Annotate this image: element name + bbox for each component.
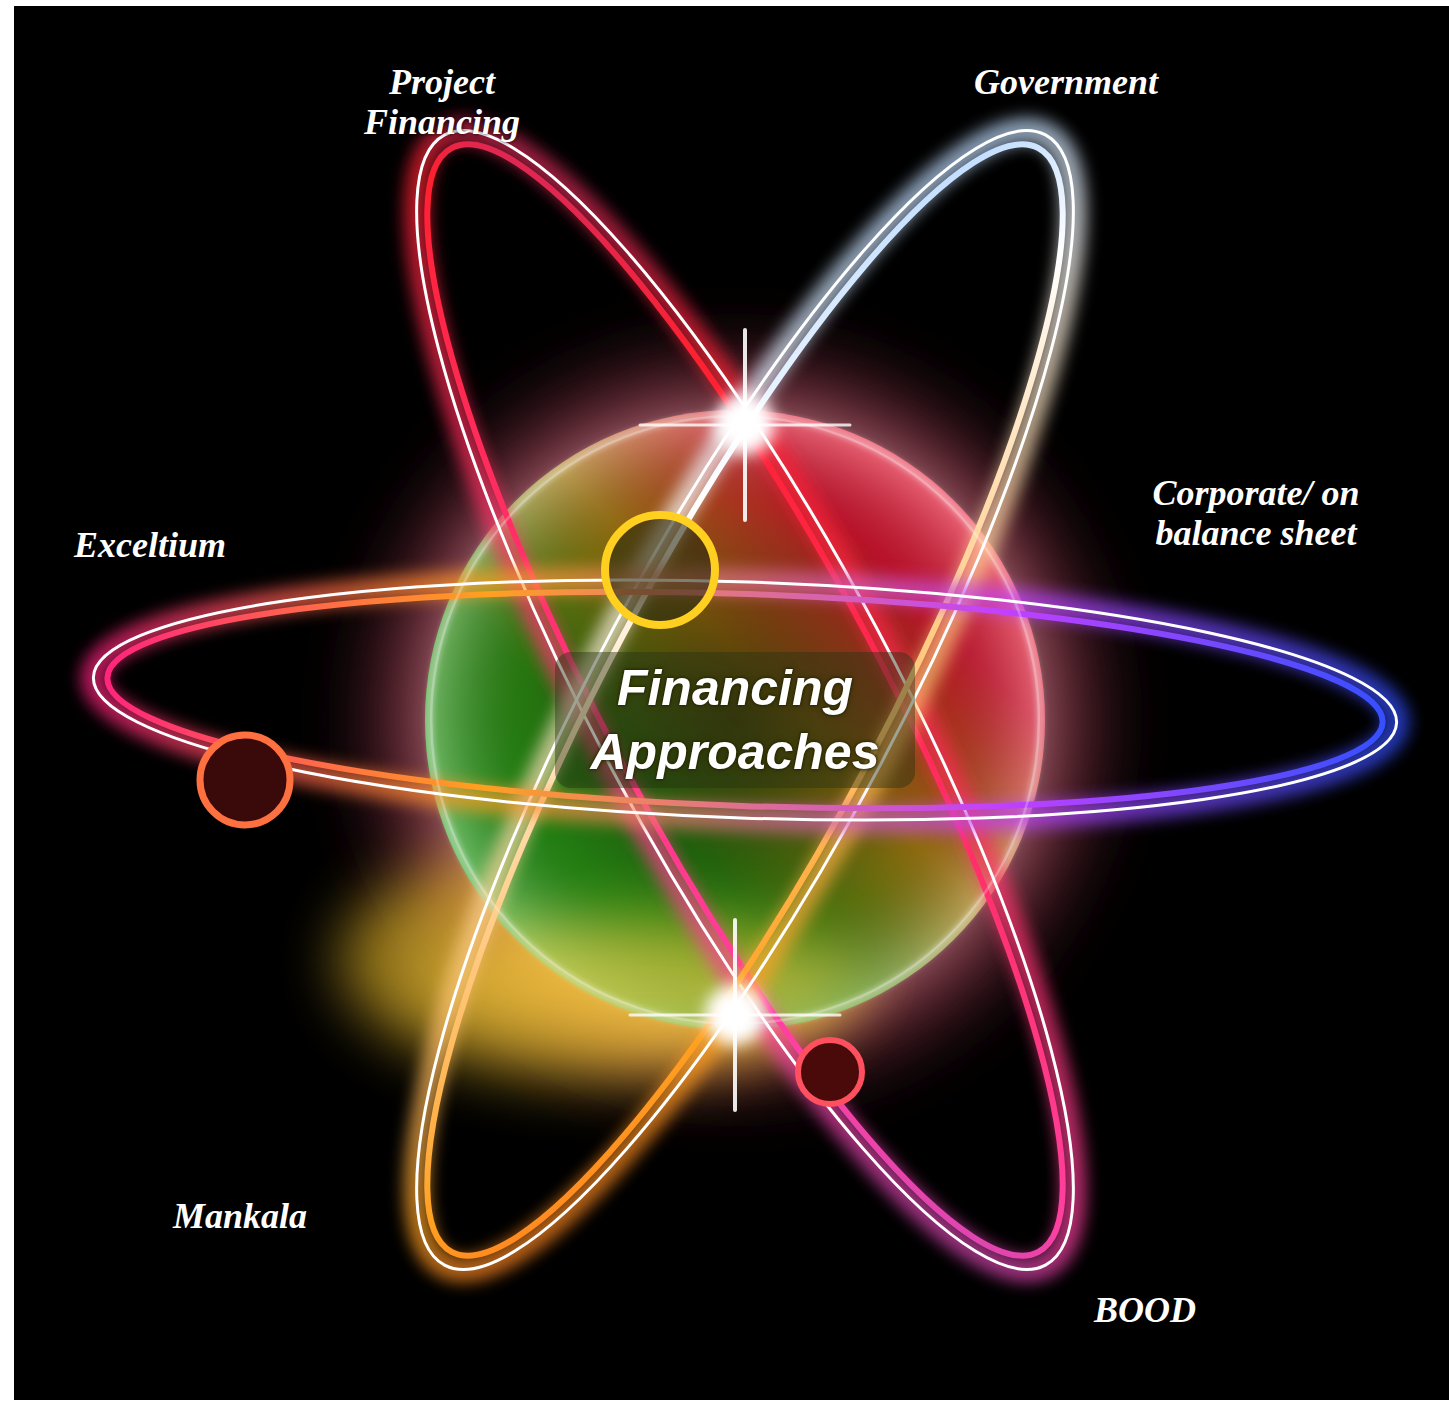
orbit-b [312,64,1178,1335]
orbit-a [312,64,1178,1335]
orbit-label: BOOD [1094,1290,1196,1330]
orbit-label: Government [974,62,1158,102]
orbit-label: Exceltium [74,525,226,565]
orbit-c [89,559,1400,840]
electrons [200,515,862,1104]
orbit-label: Project Financing [332,62,552,142]
orbit-label: Corporate/ on balance sheet [1136,473,1376,553]
orbit-label: Mankala [173,1196,307,1236]
nucleus-node: Financing Approaches [425,410,1045,1030]
nucleus-title: Financing Approaches [555,652,915,788]
